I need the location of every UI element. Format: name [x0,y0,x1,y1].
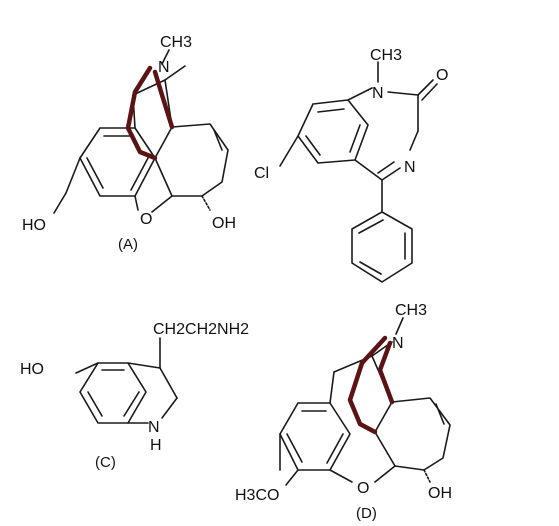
structure-d-bridge [347,335,395,435]
structure-d-bonds [279,317,451,486]
structure-a-oxygen: O [140,211,152,228]
structure-d-oxygen: O [357,480,369,497]
structure-d-hydroxyl: OH [428,485,452,502]
structure-c-bonds [75,337,178,424]
structure-b-bonds [279,61,438,283]
structure-c-hydroxyl: HO [20,361,44,378]
structure-b-nitrogen1: N [372,85,384,102]
structure-a-caption: (A) [118,236,138,253]
structure-b-chlorine: Cl [254,165,269,182]
structure-a-hydroxyl-right: OH [212,215,236,232]
structure-b-methyl: CH3 [370,47,402,64]
structure-c: HO CH2CH2NH2 N H (C) [20,321,249,471]
structure-d-nitrogen: N [392,335,404,352]
structure-b-nitrogen2: N [404,159,416,176]
structure-c-side-chain: CH2CH2NH2 [153,321,249,338]
structure-d-methyl: CH3 [395,302,427,319]
structure-c-ring-nitrogen: N [148,419,160,436]
structure-a-methyl: CH3 [160,34,192,51]
structure-a-nitrogen: N [158,59,170,76]
structure-a: CH3 N O HO OH (A) [22,34,236,253]
structure-d: CH3 N O H3CO OH (D) [235,302,452,522]
structure-b: CH3 N O N Cl [254,47,448,283]
structure-c-ring-hydrogen: H [150,437,162,454]
structure-c-caption: (C) [95,454,116,471]
structure-d-caption: (D) [356,505,377,522]
structure-b-carbonyl-oxygen: O [436,67,448,84]
structure-a-bonds [53,49,229,214]
structure-a-bridge [125,65,175,161]
structure-d-methoxy: H3CO [235,487,279,504]
structure-a-hydroxyl-left: HO [22,217,46,234]
